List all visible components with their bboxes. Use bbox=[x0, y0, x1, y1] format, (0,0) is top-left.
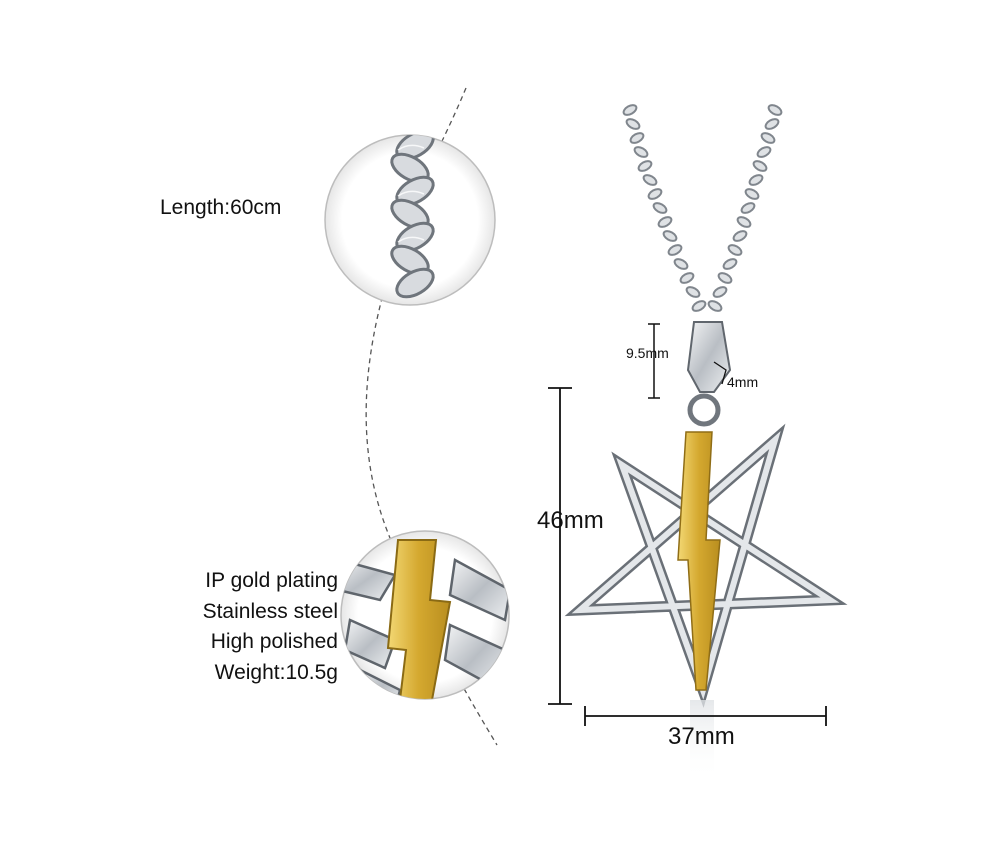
chain-detail-magnifier bbox=[324, 134, 496, 306]
bail-width-dimension-mark bbox=[713, 361, 727, 385]
width-dimension-line bbox=[584, 706, 827, 726]
bail-height-label: 9.5mm bbox=[626, 345, 669, 361]
bail-height-dimension-line bbox=[648, 323, 660, 399]
spec-plating: IP gold plating bbox=[205, 569, 338, 592]
spec-finish: High polished bbox=[210, 630, 338, 653]
chain-length-label: Length:60cm bbox=[160, 196, 282, 219]
necklace-chain bbox=[622, 104, 783, 312]
spec-weight: Weight:10.5g bbox=[214, 660, 338, 684]
plating-detail-magnifier bbox=[340, 530, 510, 700]
pendant-width-label: 37mm bbox=[668, 723, 735, 750]
bail-width-label: 4mm bbox=[727, 374, 759, 390]
pendant-bail bbox=[686, 321, 732, 427]
height-dimension-line bbox=[548, 387, 572, 705]
spec-list: IP gold plating Stainless steel High pol… bbox=[203, 566, 338, 688]
gold-lightning-bolt bbox=[677, 431, 721, 691]
spec-material: Stainless steel bbox=[202, 599, 338, 623]
pentagram-pendant bbox=[564, 423, 848, 780]
pendant-height-label: 46mm bbox=[537, 507, 604, 534]
gold-bolt-detail bbox=[386, 539, 452, 699]
